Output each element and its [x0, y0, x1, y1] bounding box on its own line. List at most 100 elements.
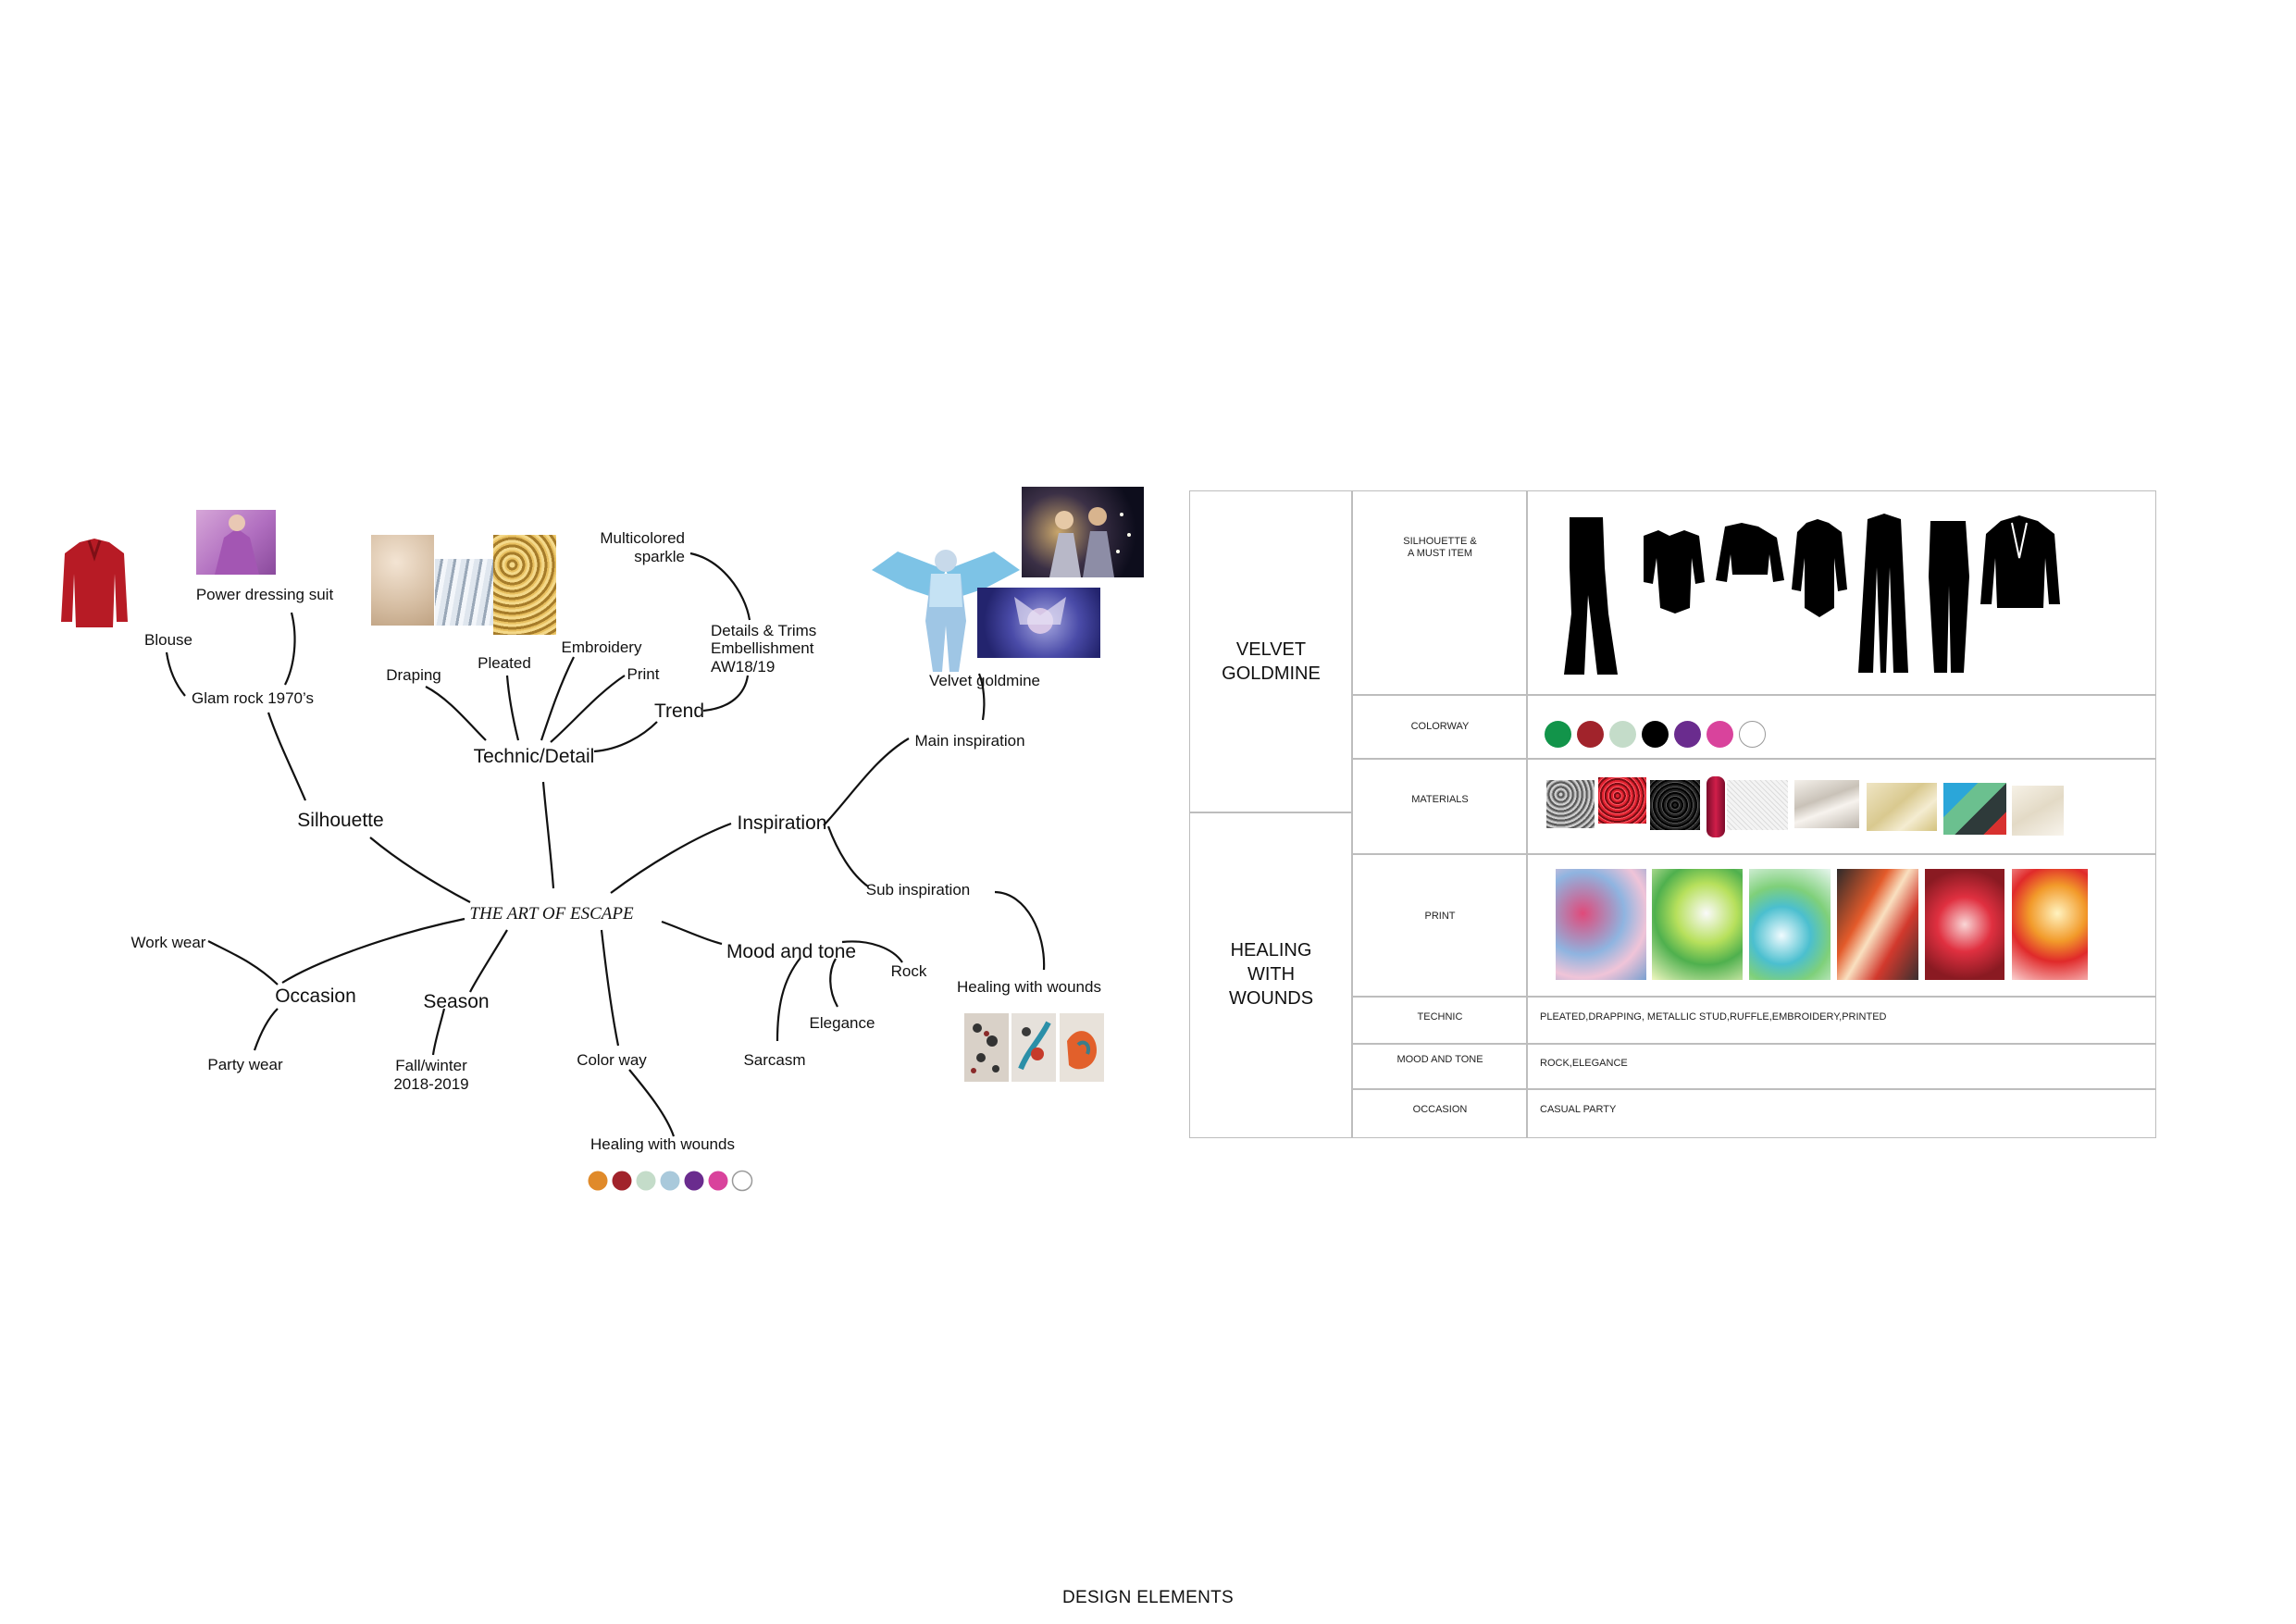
node-sparkle: sparkle [634, 548, 685, 565]
row-divider-2 [1352, 758, 2155, 760]
connector-mood-sarcasm [776, 957, 801, 1042]
table-divider-2 [1526, 491, 1528, 1137]
connector-center-technic [541, 781, 555, 889]
node-silhouette: Silhouette [297, 810, 383, 831]
node-rock: Rock [891, 962, 927, 980]
connector-inspiration-main [823, 738, 910, 826]
pleated-fabric-image [435, 559, 494, 626]
design-elements-table: VELVET GOLDMINE HEALING WITH WOUNDS SILH… [1189, 490, 2156, 1138]
mind-map-connectors [165, 552, 1046, 1137]
bodysuit-icon [1644, 530, 1705, 614]
colorway-dot [660, 1171, 680, 1191]
connector-technic-embroidery [540, 656, 575, 741]
colorway-dot [636, 1171, 656, 1191]
velvet-goldmine-photo-1 [1022, 487, 1144, 577]
node-embroidery: Embroidery [562, 638, 642, 656]
table-colorway-dot [1609, 721, 1636, 748]
connector-silhouette-glam [267, 712, 307, 801]
connector-colorway-healing [628, 1069, 676, 1137]
print-red-yellow-marble [2012, 869, 2088, 980]
colorway-dot [588, 1171, 608, 1191]
material-ivory-organza [2012, 786, 2064, 836]
row-divider-6 [1352, 1088, 2155, 1090]
healing-wounds-thumb-1 [964, 1013, 1009, 1082]
mood-value: ROCK,ELEGANCE [1540, 1058, 1628, 1069]
node-season: Season [423, 991, 489, 1012]
turtleneck-bodysuit-icon [1792, 519, 1847, 617]
sequin-skirt-image [493, 535, 556, 635]
row-divider-1 [1352, 694, 2155, 696]
row-divider-4 [1352, 996, 2155, 998]
material-silver-glitter [1546, 780, 1595, 828]
material-white-mesh [1727, 780, 1788, 830]
connector-main-velvet [977, 673, 986, 721]
row-label-technic: TECHNIC [1417, 1011, 1463, 1023]
connector-occasion-work [207, 940, 279, 986]
node-main-inspiration: Main inspiration [914, 732, 1024, 750]
connector-glam-blouse [165, 651, 186, 697]
colorway-dot [684, 1171, 704, 1191]
node-embellishment: Embellishment [711, 639, 814, 657]
silhouette-garments [1564, 514, 2060, 675]
table-colorway-dot [1674, 721, 1701, 748]
concept-healing-line2: WITH [1247, 964, 1296, 985]
row-label-silhouette-line2: A MUST ITEM [1407, 548, 1473, 559]
connector-mood-elegance [829, 958, 838, 1008]
row-label-silhouette: SILHOUETTE & A MUST ITEM [1353, 536, 1527, 560]
material-red-velvet [1706, 776, 1725, 837]
print-teal-marble [1749, 869, 1831, 980]
node-color-way: Color way [577, 1051, 647, 1069]
concept-velvet-line1: VELVET [1235, 639, 1307, 660]
node-inspiration: Inspiration [738, 812, 827, 834]
connector-sub-healing [994, 890, 1046, 971]
power-suit-image [196, 510, 276, 575]
node-multicolored: Multicolored [600, 529, 685, 547]
row-label-silhouette-line1: SILHOUETTE & [1403, 536, 1477, 547]
concept-divider [1190, 812, 1352, 813]
print-orange-black-marble [1837, 869, 1918, 980]
node-details-trims: Details & Trims [711, 622, 816, 639]
row-label-occasion: OCCASION [1412, 1104, 1468, 1115]
table-divider-1 [1351, 491, 1353, 1137]
node-technic-detail: Technic/Detail [474, 746, 595, 767]
connector-center-colorway [600, 929, 620, 1047]
concept-healing-line3: WOUNDS [1228, 988, 1314, 1009]
table-colorway-dots [1545, 721, 1771, 752]
footer-title: DESIGN ELEMENTS [1061, 1588, 1235, 1607]
material-white-satin [1794, 780, 1859, 828]
node-healing-wounds-sub: Healing with wounds [957, 978, 1101, 996]
node-trend: Trend [654, 700, 704, 722]
material-colored-leather [1943, 783, 2006, 835]
node-healing-wounds-colorway: Healing with wounds [590, 1135, 735, 1153]
colorway-dot [731, 1170, 753, 1192]
concept-velvet-line2: GOLDMINE [1222, 663, 1321, 684]
node-pleated: Pleated [478, 654, 531, 672]
connector-trend-details [702, 675, 750, 713]
connector-inspiration-sub [826, 825, 869, 887]
table-colorway-dot [1706, 721, 1733, 748]
colorway-dot [708, 1171, 728, 1191]
table-colorway-dot [1545, 721, 1571, 748]
skinny-trousers-icon [1929, 521, 1969, 673]
row-label-mood: MOOD AND TONE [1396, 1054, 1483, 1065]
connector-season-fall [431, 1008, 446, 1056]
connector-technic-pleated [505, 675, 520, 741]
flared-trousers-icon [1564, 517, 1618, 675]
node-elegance: Elegance [810, 1014, 875, 1032]
connector-technic-print [550, 675, 626, 743]
material-cream-silk [1867, 783, 1937, 831]
connector-center-occasion [281, 917, 465, 984]
healing-wounds-thumb-3 [1060, 1013, 1104, 1082]
node-sub-inspiration: Sub inspiration [866, 881, 970, 899]
connector-center-inspiration [610, 822, 732, 894]
connector-center-mood [661, 920, 723, 946]
mind-map-center: THE ART OF ESCAPE [469, 904, 634, 924]
table-colorway-dot [1577, 721, 1604, 748]
material-red-sequin [1598, 777, 1646, 824]
node-draping: Draping [386, 666, 441, 684]
row-label-print: PRINT [1424, 911, 1456, 922]
row-divider-5 [1352, 1043, 2155, 1045]
print-green-yellow-marble [1652, 869, 1743, 980]
row-label-materials: MATERIALS [1411, 794, 1469, 805]
concept-velvet-goldmine: VELVET GOLDMINE [1190, 638, 1352, 686]
